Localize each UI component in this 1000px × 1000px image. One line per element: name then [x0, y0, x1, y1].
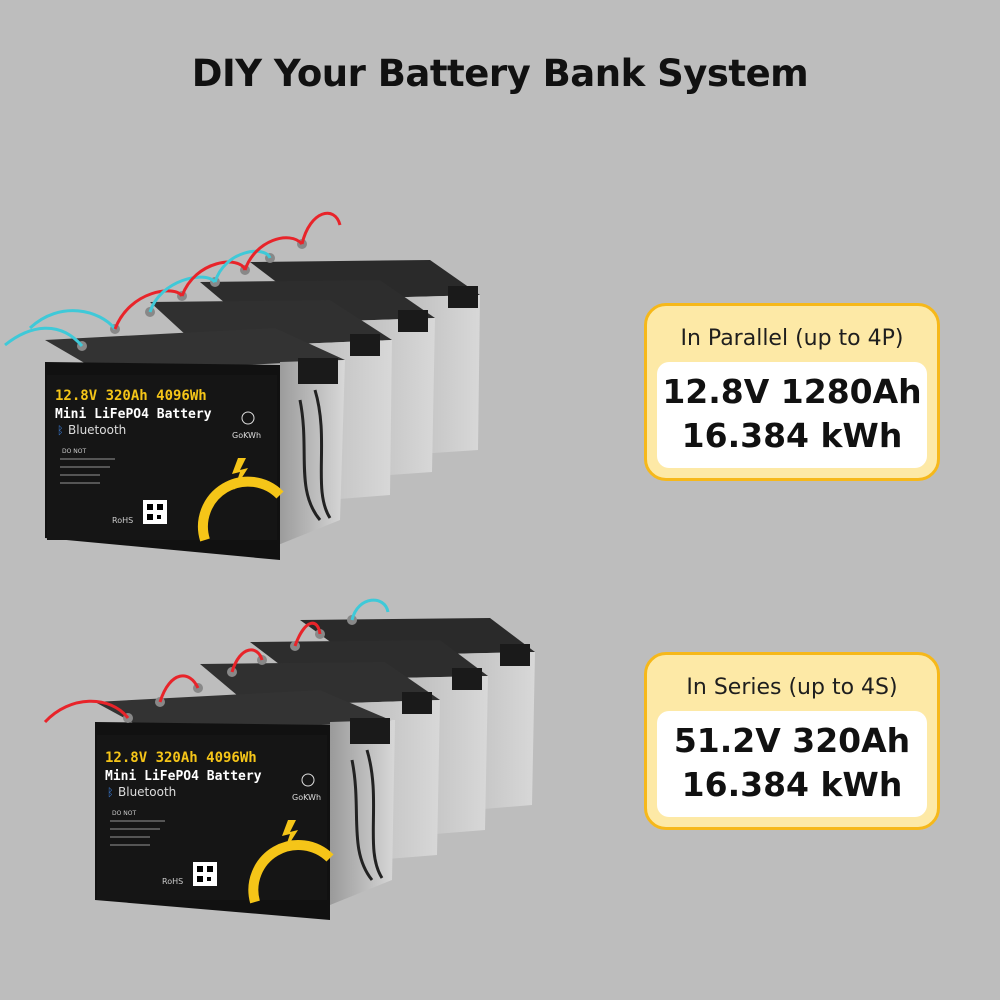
- parallel-energy: 16.384 kWh: [681, 416, 903, 455]
- battery-unit-1: [95, 690, 395, 920]
- battery-brand-label: GoKWh: [292, 793, 321, 802]
- sun-arc-graphic: [198, 476, 284, 542]
- bulb-icon: [241, 411, 255, 425]
- bluetooth-icon: ᛒ: [107, 787, 114, 799]
- series-energy: 16.384 kWh: [681, 765, 903, 804]
- battery-brand-label: GoKWh: [232, 431, 261, 440]
- qr-code: [193, 862, 217, 886]
- lightning-icon: [282, 820, 298, 852]
- parallel-card-values: 12.8V 1280Ah 16.384 kWh: [657, 362, 927, 468]
- lightning-icon: [232, 458, 248, 490]
- qr-code: [143, 500, 167, 524]
- rohs-mark: RoHS: [112, 516, 133, 525]
- parallel-voltage-capacity: 12.8V 1280Ah: [662, 372, 922, 411]
- battery-bluetooth-label: Bluetooth: [118, 785, 176, 799]
- bulb-icon: [301, 773, 315, 787]
- series-card-header: In Series (up to 4S): [686, 675, 898, 700]
- parallel-wires: [4, 211, 342, 347]
- series-card-values: 51.2V 320Ah 16.384 kWh: [657, 711, 927, 817]
- series-spec-card: In Series (up to 4S) 51.2V 320Ah 16.384 …: [644, 652, 940, 830]
- bluetooth-icon: ᛒ: [57, 425, 64, 437]
- battery-name-label: Mini LiFePO4 Battery: [55, 407, 212, 422]
- rohs-mark: RoHS: [162, 877, 183, 886]
- battery-bluetooth-label: Bluetooth: [68, 423, 126, 437]
- series-wires: [43, 598, 390, 724]
- sun-arc-graphic: [248, 840, 334, 904]
- battery-warning-label: DO NOT: [112, 810, 136, 817]
- battery-warning-label: DO NOT: [62, 448, 86, 455]
- battery-unit-1: [45, 328, 345, 560]
- battery-name-label: Mini LiFePO4 Battery: [105, 769, 262, 784]
- series-voltage-capacity: 51.2V 320Ah: [673, 721, 911, 760]
- series-battery-illustration: 12.8V 320Ah 4096Wh Mini LiFePO4 Battery …: [43, 598, 535, 920]
- parallel-spec-card: In Parallel (up to 4P) 12.8V 1280Ah 16.3…: [644, 303, 940, 481]
- parallel-battery-illustration: 12.8V 320Ah 4096Wh Mini LiFePO4 Battery …: [4, 211, 480, 560]
- battery-spec-label: 12.8V 320Ah 4096Wh: [55, 388, 207, 404]
- page-title: DIY Your Battery Bank System: [191, 52, 809, 95]
- battery-spec-label: 12.8V 320Ah 4096Wh: [105, 750, 257, 766]
- parallel-card-header: In Parallel (up to 4P): [680, 326, 904, 351]
